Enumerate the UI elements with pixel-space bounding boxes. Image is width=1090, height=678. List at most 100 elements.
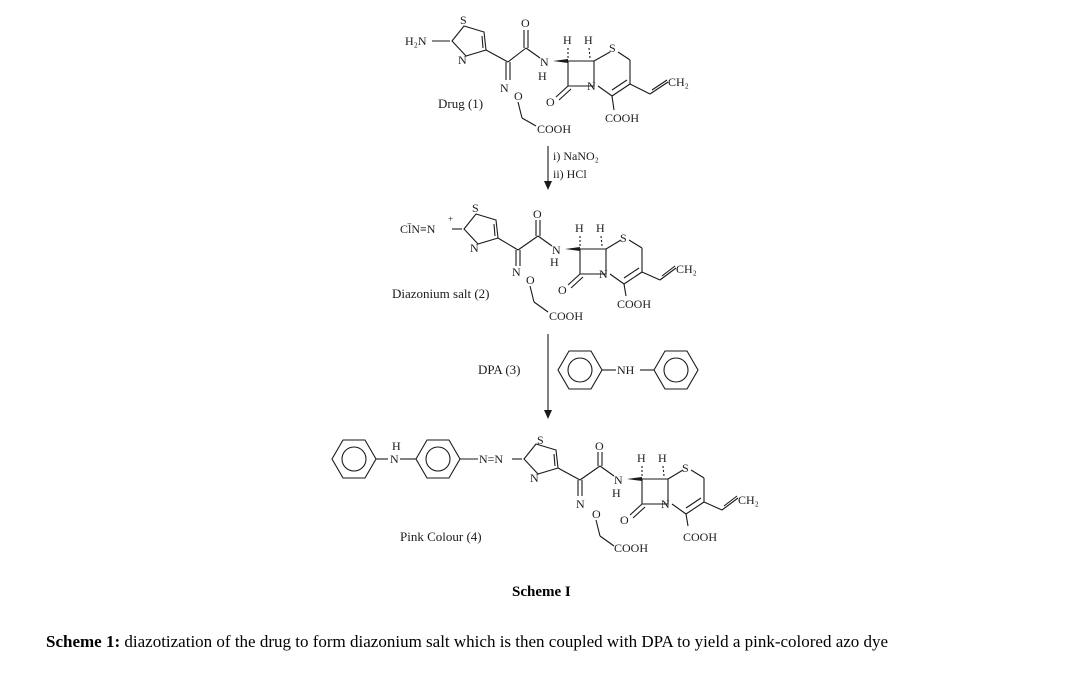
- salt-thia-double: [623, 267, 640, 279]
- salt-thia-bond-5: [609, 273, 625, 285]
- scheme-label: Scheme I: [512, 584, 571, 600]
- salt-thiazole-double: [493, 223, 496, 237]
- dye-thia-bond-1: [667, 469, 684, 480]
- salt-ch2-bond: [533, 301, 549, 313]
- salt-stereo-h2-bond: [600, 235, 603, 247]
- dye-thia-s-label: S: [682, 461, 689, 475]
- step1-reagent-i: i) NaNO₂: [553, 149, 599, 163]
- salt-ether-bond: [529, 285, 535, 303]
- salt-vinyl-bond-1: [641, 271, 661, 281]
- salt-ring-n-label: N: [470, 241, 479, 255]
- drug-thia-double: [611, 79, 628, 91]
- dye-thia-double: [685, 497, 702, 509]
- dye-ring-phenylene: [415, 439, 461, 479]
- salt-chain-bond-2: [517, 235, 539, 251]
- drug-vinyl-label: CH₂: [668, 75, 689, 89]
- drug-structure: H₂N S N O N H N O COOH O N S: [405, 13, 689, 136]
- dye-amide-n-label: N: [614, 473, 623, 487]
- dye-lactam-co-double: [632, 506, 646, 519]
- dpa-nh-label: NH: [617, 363, 635, 377]
- dye-stereo-h2: H: [658, 451, 667, 465]
- drug-thia-bond-1: [593, 51, 611, 62]
- drug-thia-bond-4: [611, 83, 631, 97]
- drug-lactam-n-label: N: [587, 79, 596, 93]
- dpa-ring-right-aromatic: [663, 357, 689, 383]
- salt-oxime-n-label: N: [512, 265, 521, 279]
- drug-lactam-co-double: [558, 88, 572, 101]
- step1-arrow-head: [544, 181, 552, 190]
- drug-ring-n-label: N: [458, 53, 467, 67]
- drug-stereo-h2: H: [584, 33, 593, 47]
- dye-oxime-n-label: N: [576, 497, 585, 511]
- dye-cooh-bond: [685, 513, 689, 527]
- dye-ring-phenyl: [331, 439, 377, 479]
- dye-thia-bond-2: [690, 469, 705, 479]
- dye-amide-h-label: H: [612, 486, 621, 500]
- drug-chain-bond-2: [507, 47, 527, 63]
- drug-oxime-n-label: N: [500, 81, 509, 95]
- drug-lactam-co: [555, 85, 569, 98]
- salt-lactam-n-label: N: [599, 267, 608, 281]
- step1-reagent-ii: ii) HCl: [553, 167, 587, 181]
- drug-stereo-h1: H: [563, 33, 572, 47]
- dye-thiazole-ring: [523, 443, 559, 475]
- drug-lactam-o-label: O: [546, 95, 555, 109]
- dye-nh-n-label: N: [390, 452, 399, 466]
- dye-lactam-n-label: N: [661, 497, 670, 511]
- dpa-ring-left: [557, 350, 603, 390]
- caption-prefix: Scheme 1:: [46, 632, 121, 651]
- drug-thiazole-ring: [451, 25, 487, 57]
- dye-amide-bond: [599, 465, 615, 477]
- drug-thiazole-double: [481, 35, 484, 49]
- dye-vinyl-bond-1: [703, 501, 723, 511]
- drug-name: Drug (1): [438, 96, 483, 111]
- drug-ring-s-label: S: [460, 13, 467, 27]
- dye-cooh-chain-label: COOH: [614, 541, 648, 555]
- salt-stereo-h2: H: [596, 221, 605, 235]
- drug-chain-bond-1: [485, 49, 509, 63]
- dye-ether-bond: [595, 519, 601, 537]
- drug-thia-bond-2: [617, 51, 631, 61]
- dpa-structure: NH: [557, 350, 699, 390]
- dye-lactam-o-label: O: [620, 513, 629, 527]
- salt-cooh-bond: [623, 283, 627, 297]
- dpa-ring-right: [653, 350, 699, 390]
- dye-nh-h-label: H: [392, 439, 401, 453]
- salt-plus-label: +: [448, 214, 453, 224]
- dye-oxime-o-label: O: [592, 507, 601, 521]
- drug-vinyl-bond-2: [649, 81, 669, 95]
- salt-thia-bond-2: [628, 239, 643, 249]
- dye-thia-bond-4: [685, 501, 705, 515]
- dye-ch2-bond: [599, 535, 615, 547]
- drug-cooh-bond: [611, 95, 615, 111]
- dye-cooh-ring-label: COOH: [683, 530, 717, 544]
- step1-arrow: i) NaNO₂ ii) HCl: [544, 146, 599, 190]
- salt-lactam-co: [567, 273, 581, 286]
- step2-arrow-head: [544, 410, 552, 419]
- drug-cooh-chain-label: COOH: [537, 122, 571, 136]
- salt-thia-bond-1: [605, 239, 622, 250]
- drug-stereo-h2-bond: [588, 47, 591, 59]
- drug-vinyl-bond-1: [629, 83, 651, 95]
- drug-ether-bond: [517, 101, 523, 119]
- dye-ring-s-label: S: [537, 433, 544, 447]
- dye-ring-n-label: N: [530, 471, 539, 485]
- salt-thia-s-label: S: [620, 231, 627, 245]
- salt-wedge-bond: [565, 247, 580, 251]
- dye-azo-label: N=N: [479, 452, 503, 466]
- salt-amide-bond: [537, 235, 553, 247]
- drug-cooh-ring-label: COOH: [605, 111, 639, 125]
- dye-lactam-ring: [641, 478, 669, 505]
- dye-thiazole-double: [553, 453, 556, 467]
- dye-name: Pink Colour (4): [400, 529, 482, 544]
- dye-carbonyl-o-label: O: [595, 439, 604, 453]
- salt-cooh-chain-label: COOH: [549, 309, 583, 323]
- dye-structure: H N N=N S N O N H N O COOH O N S: [331, 433, 759, 555]
- drug-carbonyl-o-label: O: [521, 16, 530, 30]
- dye-lactam-co: [629, 503, 643, 516]
- dye-wedge-bond: [627, 477, 642, 481]
- drug-vinyl-double: [651, 79, 668, 91]
- dye-thia-bond-5: [671, 503, 687, 515]
- dpa-ring-left-aromatic: [567, 357, 593, 383]
